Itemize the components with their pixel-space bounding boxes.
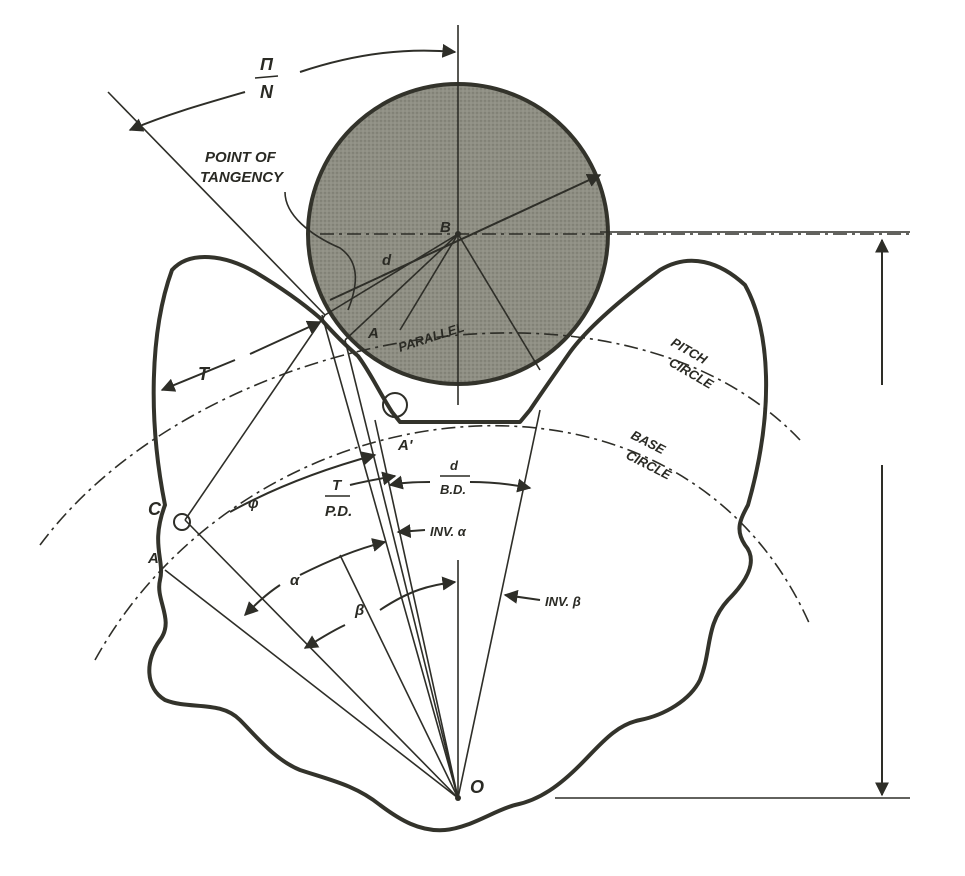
pi-n-fraction-bar bbox=[254, 75, 279, 79]
alpha-arc-left bbox=[244, 584, 281, 616]
pin-center-dot bbox=[455, 231, 461, 237]
pin-diameter-line bbox=[329, 173, 602, 301]
label-bd: B.D. bbox=[440, 482, 466, 497]
label-a-top: A bbox=[367, 325, 379, 342]
alpha-arc bbox=[299, 538, 387, 576]
point-c-circle bbox=[173, 513, 191, 531]
label-phi: φ bbox=[248, 495, 259, 512]
label-a-left: A bbox=[147, 550, 159, 567]
pitch-circle-arc bbox=[39, 332, 801, 546]
beta-arc-left bbox=[303, 624, 346, 649]
label-base-circle: CIRCLE bbox=[624, 447, 674, 482]
label-inv-alpha: INV. α bbox=[430, 524, 467, 539]
point-a-circle bbox=[382, 392, 408, 418]
label-d-pin: d bbox=[382, 252, 392, 269]
db-arc bbox=[469, 478, 532, 493]
beta-arc bbox=[379, 576, 457, 611]
label-t-frac: T bbox=[332, 477, 343, 494]
label-pd: P.D. bbox=[325, 503, 352, 520]
pi-over-n-arc-dimension bbox=[299, 43, 457, 73]
label-t-tooth: T bbox=[198, 364, 211, 384]
label-beta: β bbox=[354, 602, 364, 619]
label-a-prime: A' bbox=[397, 437, 413, 454]
label-d-small: d bbox=[450, 458, 459, 473]
label-pi: Π bbox=[260, 54, 274, 74]
gear-body bbox=[147, 255, 769, 833]
origin-dot bbox=[455, 795, 461, 801]
label-inv-beta: INV. β bbox=[545, 594, 581, 609]
pi-over-n-arc-dimension-left bbox=[128, 91, 246, 132]
label-b: B bbox=[440, 219, 451, 236]
label-tangency: TANGENCY bbox=[200, 169, 285, 186]
phi-arc bbox=[229, 451, 377, 513]
label-alpha: α bbox=[290, 572, 300, 589]
tangency-leader bbox=[284, 191, 357, 311]
label-point-of: POINT OF bbox=[205, 149, 277, 166]
label-n: N bbox=[260, 82, 274, 102]
base-circle-arc bbox=[94, 424, 811, 661]
label-o: O bbox=[470, 777, 484, 797]
tooth-thickness-dimension bbox=[160, 359, 236, 392]
db-arc-left bbox=[388, 475, 431, 490]
inv-alpha-arc bbox=[396, 524, 426, 539]
label-c: C bbox=[148, 499, 162, 519]
inv-beta-arc bbox=[503, 589, 541, 604]
